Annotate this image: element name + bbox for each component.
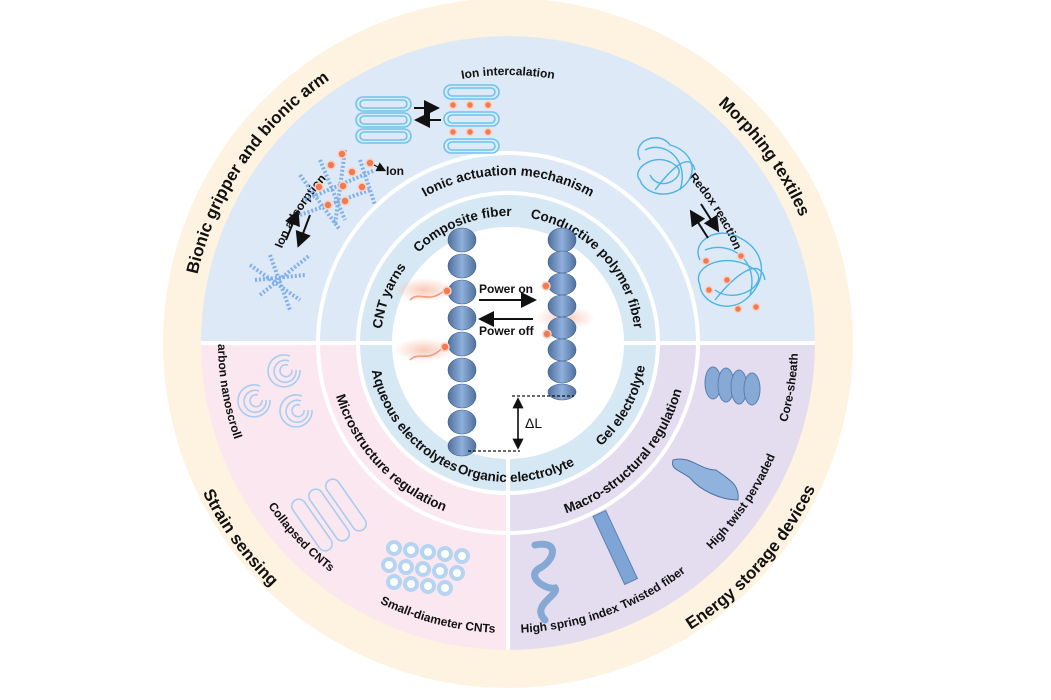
carbon-nanoscroll-icon — [237, 354, 313, 428]
nanotube-ring — [437, 580, 453, 596]
reversible-arrows-icon — [689, 203, 720, 239]
ion-pointer-arrow — [373, 162, 387, 172]
ion-intercalation-illustration — [355, 84, 500, 154]
high-spring-index-icon — [531, 540, 559, 624]
nanotube-ring — [386, 540, 402, 556]
top-sector — [201, 36, 815, 343]
tangled-network-icon — [637, 137, 696, 195]
power-off-label: Power off — [479, 324, 535, 338]
adsorbed-ion-icons — [314, 149, 375, 210]
nanotube-ring — [420, 544, 436, 560]
label-ion-intercalation: Ion intercalation — [460, 64, 556, 82]
nanotube-ring — [415, 561, 431, 577]
delta-l-label: ΔL — [525, 415, 542, 431]
nanotube-ring — [403, 542, 419, 558]
small-diameter-cnts-icon — [381, 540, 470, 596]
layered-sheets-icon — [355, 96, 412, 144]
ion-label: Ion — [386, 164, 404, 178]
actuation-illustration — [394, 227, 595, 457]
collapsed-cnts-icon — [291, 478, 367, 552]
high-twist-fiber-icon — [671, 458, 739, 501]
nanotube-ring — [454, 548, 470, 564]
nanotube-ring — [386, 574, 402, 590]
reversible-arrows-icon — [414, 100, 441, 128]
nanotube-ring — [432, 563, 448, 579]
nanotube-ring — [403, 576, 419, 592]
core-sheath-fiber-icon — [704, 366, 761, 406]
redox-ion-icons — [701, 251, 761, 314]
twisted-fiber-icon — [592, 509, 639, 586]
nanotube-ring — [449, 565, 465, 581]
nanotube-ring — [420, 578, 436, 594]
reversible-arrows-icon — [285, 209, 311, 248]
power-on-label: Power on — [479, 282, 533, 296]
actuation-ion-icons — [440, 281, 552, 352]
short-coil-fiber-icon — [547, 227, 577, 401]
nanotube-ring — [398, 559, 414, 575]
bead-network-neutral-icon — [248, 253, 312, 311]
long-coil-fiber-icon — [447, 227, 477, 457]
nanotube-ring — [437, 546, 453, 562]
intercalated-sheets-icon — [443, 84, 500, 154]
ion-icons — [448, 100, 493, 137]
ion-trail — [409, 289, 446, 301]
nanotube-ring — [381, 557, 397, 573]
